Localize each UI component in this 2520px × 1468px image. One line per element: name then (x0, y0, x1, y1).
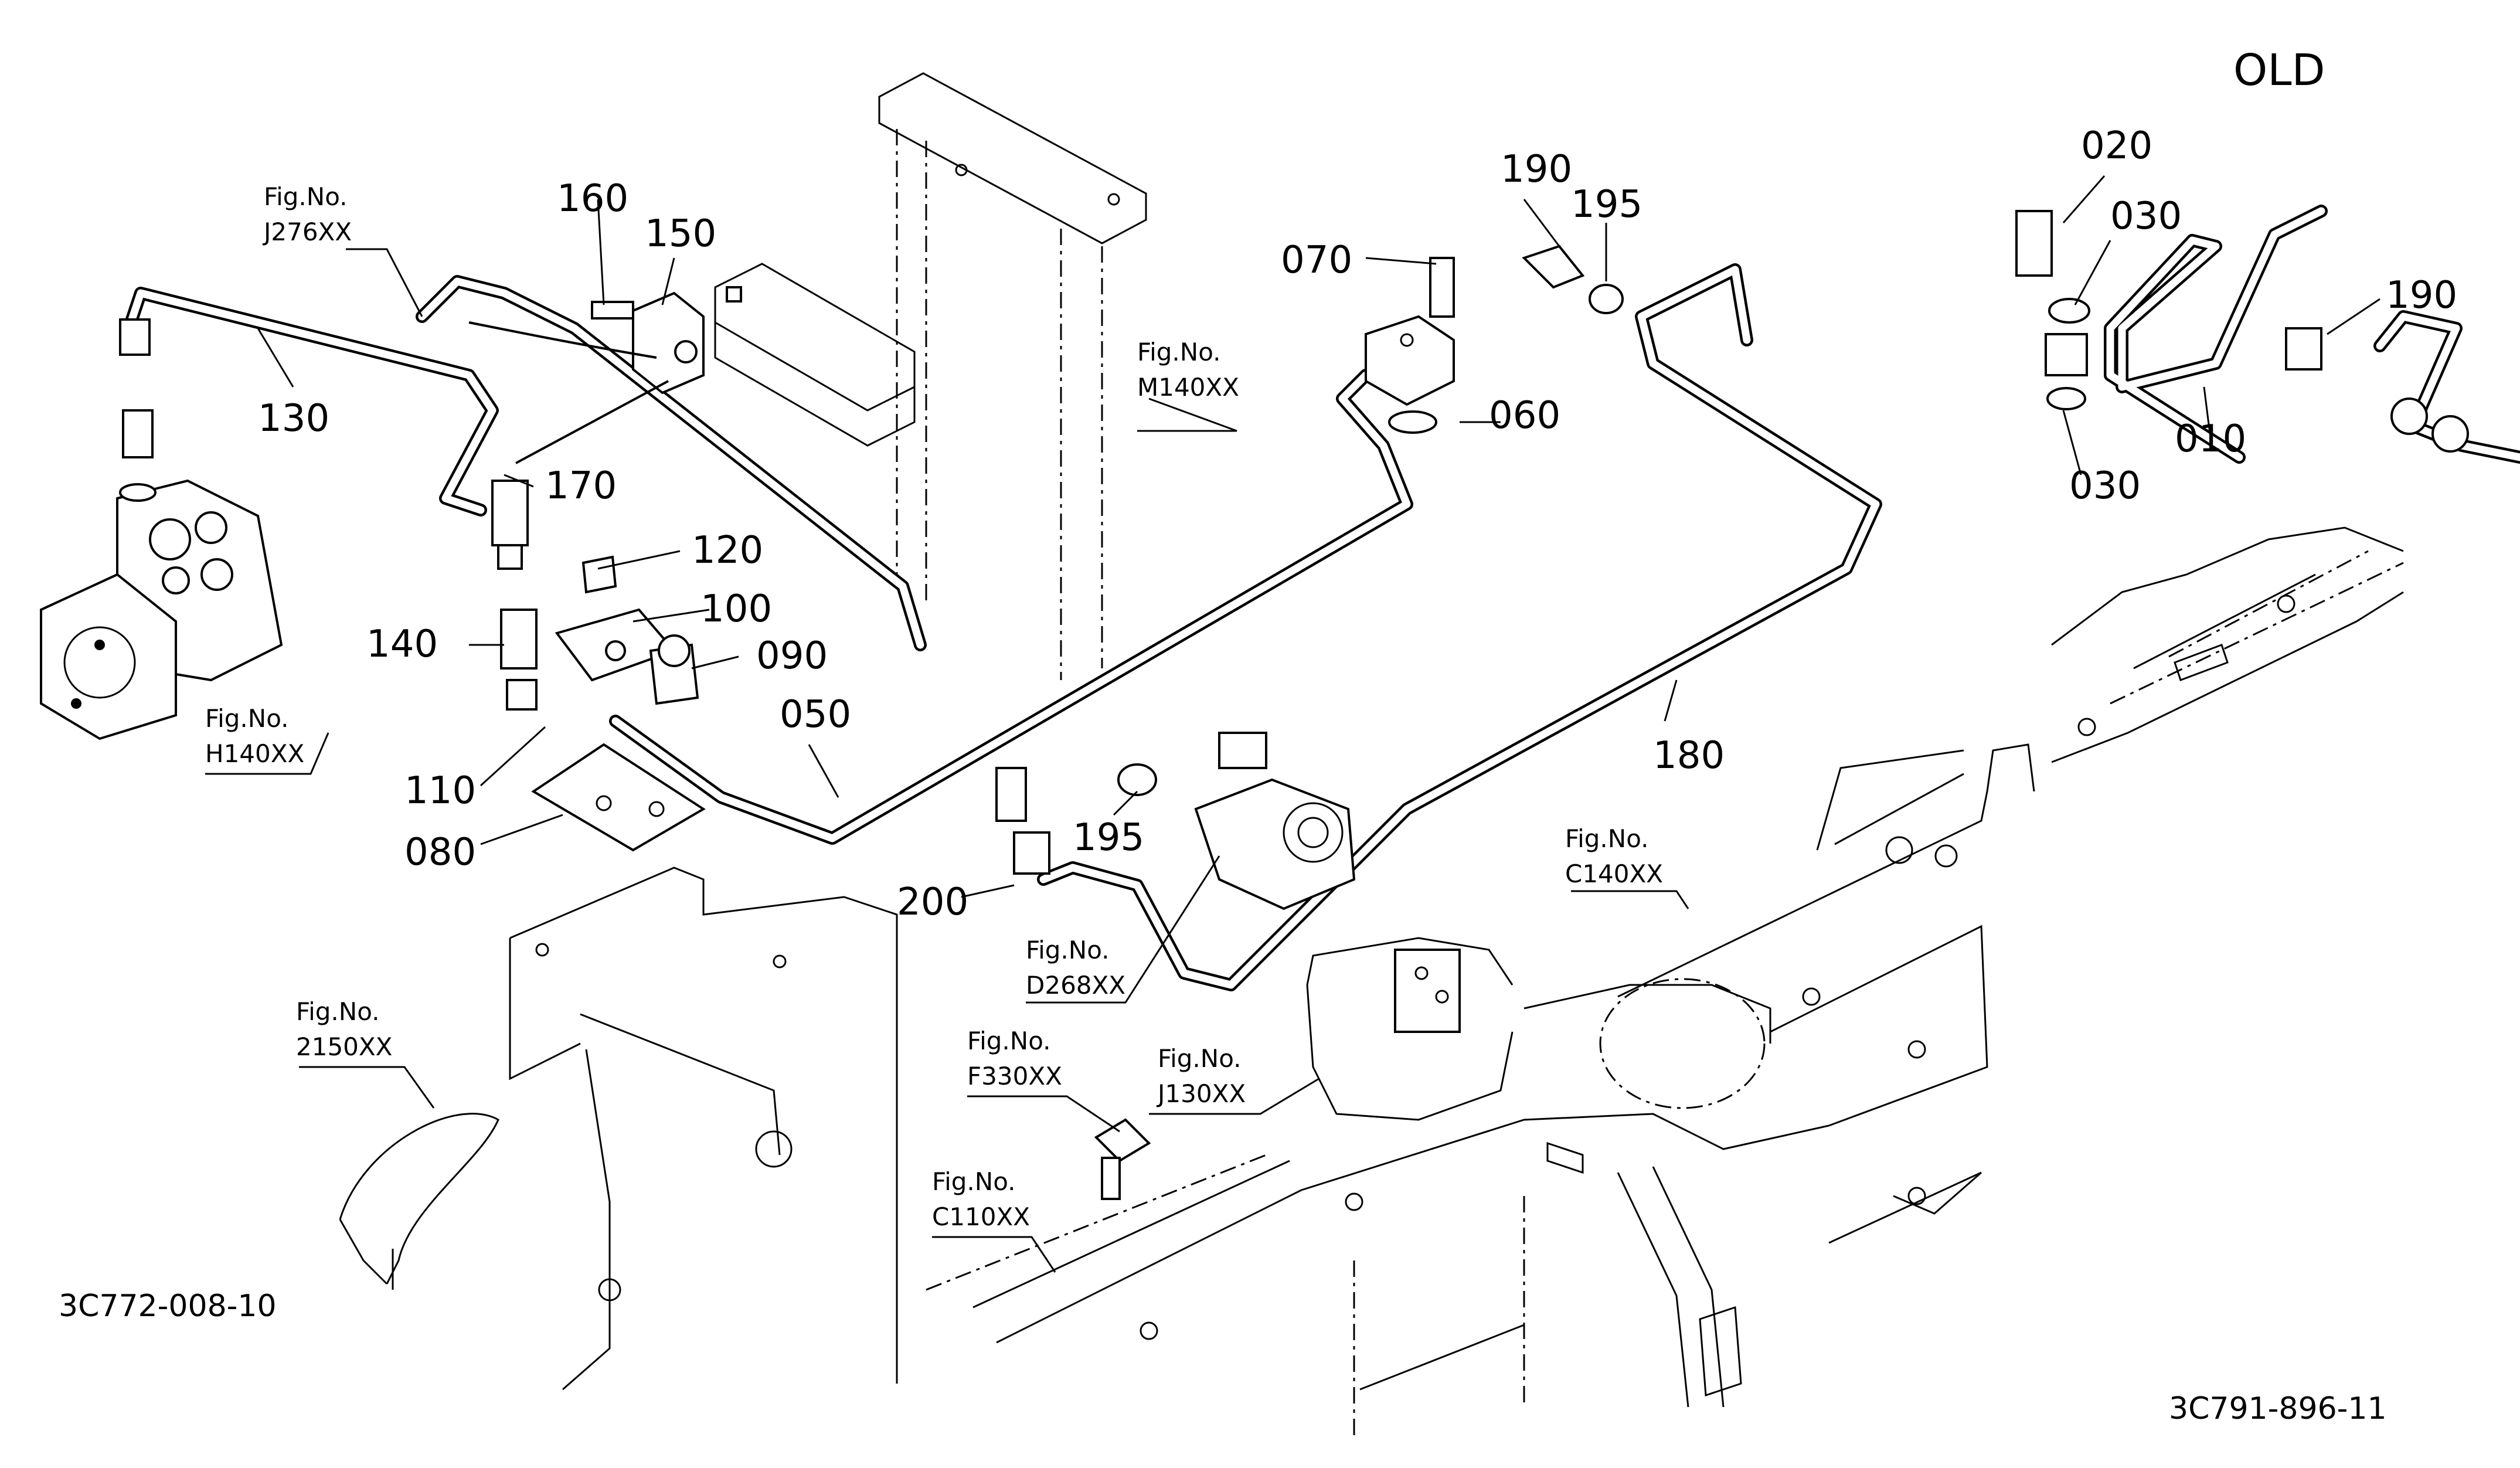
adaptor-140 (500, 609, 538, 711)
clamp-100 (555, 555, 699, 705)
part-number-060: 060 (1489, 394, 1560, 437)
old-inset-housing (2051, 526, 2404, 763)
fig-ref-j276: Fig.No. J276XX (262, 182, 352, 246)
side-plate (714, 263, 916, 447)
bracket-frame (878, 72, 1147, 680)
elbow-170 (491, 480, 529, 570)
pipe-130 (123, 287, 499, 516)
part-number-030-lower: 030 (2069, 464, 2141, 508)
fig-ref-f330-code: F330XX (967, 1062, 1062, 1090)
part-number-080: 080 (404, 831, 476, 874)
fig-ref-h140-code: H140XX (205, 739, 304, 768)
part-number-110: 110 (404, 769, 476, 813)
pipe-180 (1037, 263, 1882, 991)
part-number-140: 140 (366, 623, 438, 666)
part-number-130: 130 (258, 397, 329, 440)
pipe-j276 (416, 275, 927, 651)
pipe-050 (609, 369, 1413, 845)
fig-ref-d268-prefix: Fig.No. (1026, 936, 1110, 964)
drawing-code-right: 3C791-896-11 (2169, 1391, 2387, 1426)
fig-ref-c140-prefix: Fig.No. (1565, 824, 1649, 853)
steering-unit-h140 (40, 479, 283, 740)
fig-ref-d268-code: D268XX (1026, 971, 1125, 1000)
part-number-195-lower: 195 (1073, 816, 1144, 859)
plate-080 (531, 743, 706, 852)
part-number-120: 120 (692, 529, 763, 572)
part-number-190-old: 190 (2386, 274, 2457, 317)
fig-ref-c110-code: C110XX (932, 1202, 1030, 1231)
fig-ref-m140-code: M140XX (1137, 373, 1239, 402)
block-060 (1365, 257, 1455, 434)
part-number-010: 010 (2175, 417, 2246, 461)
part-number-160: 160 (557, 177, 628, 220)
part-number-200: 200 (897, 881, 968, 924)
part-number-100: 100 (700, 587, 772, 631)
fig-ref-h140-prefix: Fig.No. (205, 704, 289, 733)
fig-ref-c110: Fig.No. C110XX (932, 1167, 1030, 1231)
clamp-150 (468, 291, 705, 464)
part-number-020: 020 (2081, 124, 2152, 168)
fig-ref-f330: Fig.No. F330XX (967, 1027, 1062, 1090)
fig-ref-2150-prefix: Fig.No. (296, 997, 380, 1026)
part-number-170: 170 (545, 464, 617, 508)
old-label: OLD (2233, 45, 2325, 96)
fig-ref-c140-code: C140XX (1565, 859, 1663, 888)
fig-ref-2150-code: 2150XX (296, 1032, 392, 1061)
fig-ref-j276-code: J276XX (262, 218, 352, 246)
part-number-150: 150 (645, 212, 716, 256)
part-number-190: 190 (1501, 148, 1572, 191)
fig-ref-j130-code: J130XX (1156, 1079, 1246, 1108)
old-fittings (2015, 210, 2469, 453)
fittings-steering (119, 318, 157, 502)
part-number-050: 050 (780, 693, 851, 736)
drawing-code-left: 3C772-008-10 (59, 1289, 277, 1324)
fig-ref-m140: Fig.No. M140XX (1137, 338, 1239, 402)
fig-ref-2150: Fig.No. 2150XX (296, 997, 392, 1061)
pump-d268 (1117, 732, 1356, 910)
fig-ref-j130-prefix: Fig.No. (1158, 1044, 1242, 1073)
pipe-010 (2104, 205, 2328, 464)
fig-ref-h140: Fig.No. H140XX (205, 704, 304, 768)
fig-ref-d268: Fig.No. D268XX (1026, 936, 1125, 1000)
leader-lines (205, 175, 2380, 1273)
lower-left-frame (339, 866, 898, 1391)
fig-ref-c110-prefix: Fig.No. (932, 1167, 1016, 1196)
fitting-190 (1522, 244, 1624, 314)
part-number-030-upper: 030 (2110, 195, 2182, 238)
fig-ref-m140-prefix: Fig.No. (1137, 338, 1221, 366)
fig-ref-j130: Fig.No. J130XX (1156, 1044, 1246, 1108)
part-number-180: 180 (1653, 734, 1725, 777)
part-number-090: 090 (756, 634, 828, 678)
fig-ref-f330-prefix: Fig.No. (967, 1027, 1051, 1055)
transmission-housing (926, 743, 2035, 1436)
elbow-200 (995, 767, 1050, 875)
fig-ref-j276-prefix: Fig.No. (264, 182, 348, 211)
fig-ref-c140: Fig.No. C140XX (1565, 824, 1663, 888)
sensor-f330 (1094, 1118, 1151, 1200)
part-number-195-upper: 195 (1571, 183, 1642, 226)
part-number-070: 070 (1281, 239, 1352, 282)
